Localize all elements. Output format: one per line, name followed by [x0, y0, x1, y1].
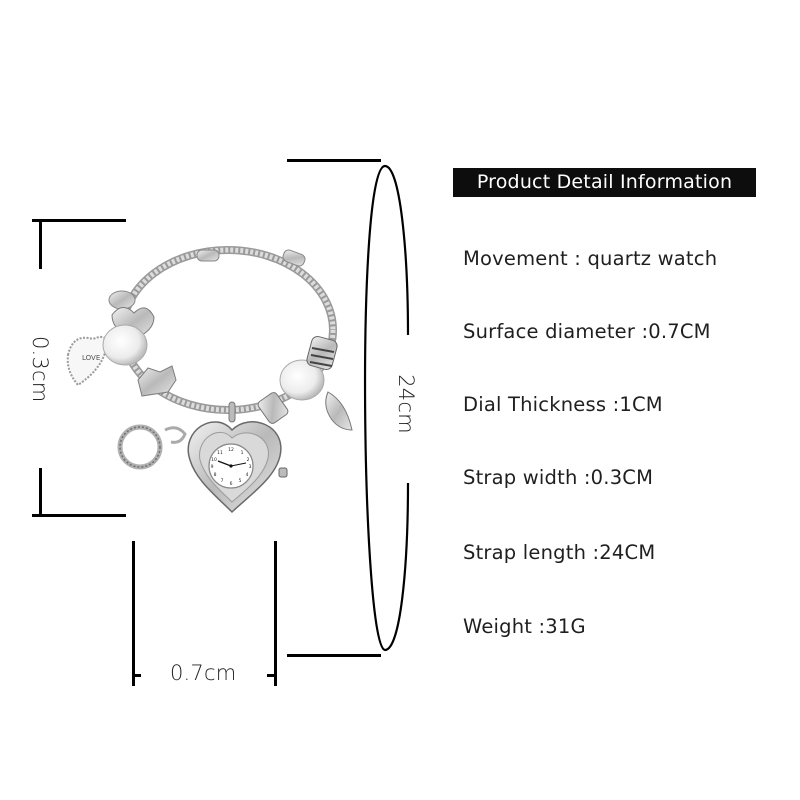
svg-text:LOVE: LOVE	[82, 354, 100, 362]
bracket-left-tick	[132, 674, 141, 677]
svg-text:2: 2	[247, 457, 250, 463]
shell-charm	[325, 391, 353, 431]
surface-diameter-label: 0.7cm	[170, 661, 237, 685]
spacer-bead-left	[108, 290, 136, 310]
spec-movement: Movement : quartz watch	[463, 247, 718, 270]
end-cap-right	[282, 249, 306, 267]
end-cap-left	[196, 249, 220, 262]
svg-text:11: 11	[217, 450, 223, 456]
pendant-loop	[228, 401, 236, 423]
svg-text:6: 6	[230, 481, 233, 487]
heart-watch-pendant: 12 1 2 3 4 5 6 7 8 9 10 11	[187, 421, 288, 514]
love-heart-tag: LOVE	[66, 335, 108, 387]
svg-text:9: 9	[211, 464, 214, 470]
svg-text:7: 7	[221, 478, 224, 484]
hour-hand	[217, 460, 232, 467]
bracket-vertical-bottom	[39, 468, 42, 517]
white-bead-left	[102, 324, 148, 366]
bracket-right-tick	[267, 674, 276, 677]
ring-charm	[117, 424, 187, 470]
svg-text:3: 3	[249, 464, 252, 470]
spec-dial-thickness: Dial Thickness :1CM	[463, 393, 663, 416]
marker-top-line	[287, 159, 381, 162]
svg-text:8: 8	[214, 472, 217, 478]
bracket-left-vertical	[132, 541, 135, 686]
bracket-vertical-top	[39, 219, 42, 269]
svg-text:10: 10	[211, 457, 217, 463]
svg-text:4: 4	[246, 472, 249, 478]
svg-text:12: 12	[228, 447, 234, 453]
spec-strap-length: Strap length :24CM	[463, 541, 656, 564]
svg-text:5: 5	[239, 478, 242, 484]
bracket-bottom-line	[32, 514, 126, 517]
spec-strap-width: Strap width :0.3CM	[463, 466, 654, 489]
spec-weight: Weight :31G	[463, 615, 586, 638]
striped-bead	[306, 335, 338, 371]
section-title: Product Detail Information	[453, 168, 756, 197]
marker-bottom-line	[287, 654, 381, 657]
bracket-right-vertical	[274, 541, 277, 686]
watch-crown	[278, 467, 288, 478]
minute-hand	[230, 462, 247, 467]
star-bead	[137, 365, 177, 397]
white-bead-right	[279, 359, 325, 401]
cylinder-bead	[257, 392, 289, 424]
bracket-top-line	[32, 219, 126, 222]
spec-surface-diameter: Surface diameter :0.7CM	[463, 320, 711, 343]
svg-text:1: 1	[241, 450, 244, 456]
